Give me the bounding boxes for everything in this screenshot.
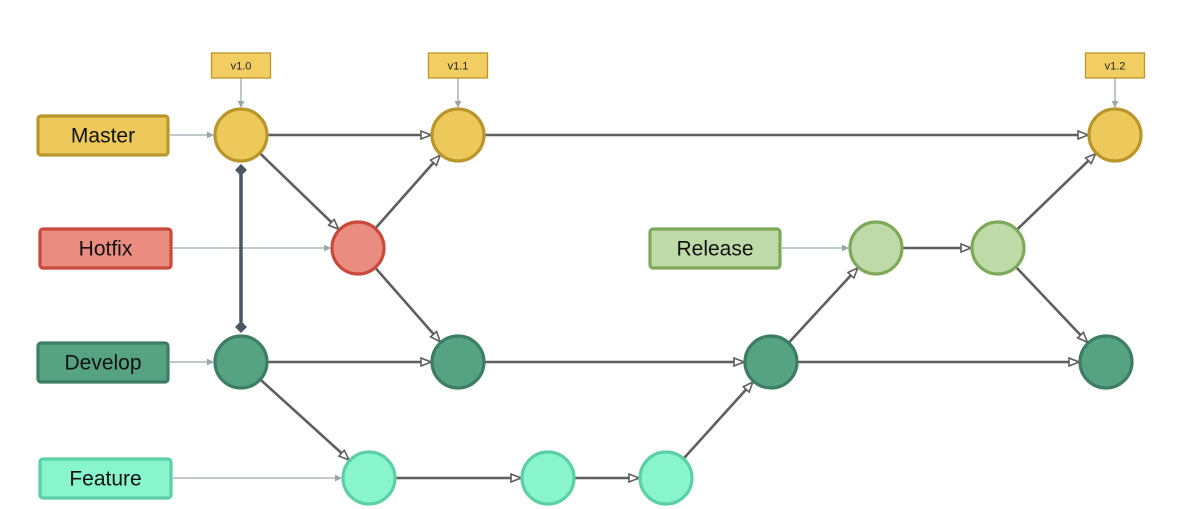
branch-label-box-develop xyxy=(36,341,170,384)
commit-f1[interactable] xyxy=(341,450,397,506)
edge-d3-to-r1 xyxy=(787,268,858,344)
commit-d4[interactable] xyxy=(1078,334,1134,390)
branch-label-text-hotfix: Hotfix xyxy=(79,238,133,261)
tag-text-v1-1: v1.1 xyxy=(448,61,469,73)
branch-label-hotfix[interactable]: Hotfix xyxy=(38,227,173,270)
branch-label-text-master: Master xyxy=(71,125,135,148)
branch-label-box-hotfix xyxy=(38,227,173,270)
tag-v1-2[interactable]: v1.2 xyxy=(1084,52,1146,108)
commit-h1[interactable] xyxy=(330,220,386,276)
commit-f3[interactable] xyxy=(638,450,694,506)
commit-d3[interactable] xyxy=(743,334,799,390)
commit-edges xyxy=(258,135,1096,478)
branch-label-release[interactable]: Release xyxy=(648,227,782,270)
edge-m1-to-h1 xyxy=(258,152,339,229)
commit-d1[interactable] xyxy=(213,334,269,390)
tag-box-v1-1 xyxy=(427,52,489,79)
tag-box-v1-0 xyxy=(210,52,272,79)
branch-label-text-feature: Feature xyxy=(69,468,141,491)
branch-label-box-feature xyxy=(38,457,173,500)
commit-d2[interactable] xyxy=(430,334,486,390)
edge-h1-to-d2 xyxy=(374,266,440,342)
tag-v1-0[interactable]: v1.0 xyxy=(210,52,272,108)
branch-label-text-develop: Develop xyxy=(64,352,141,375)
commit-r2[interactable] xyxy=(970,220,1026,276)
edge-d1-to-f1 xyxy=(259,378,349,459)
tag-text-v1-2: v1.2 xyxy=(1105,61,1126,73)
tag-text-v1-0: v1.0 xyxy=(231,61,252,73)
edge-h1-to-m2 xyxy=(374,155,440,230)
commit-m1[interactable] xyxy=(213,107,269,163)
label-connectors xyxy=(170,131,849,482)
commit-r1[interactable] xyxy=(848,220,904,276)
branch-label-master[interactable]: Master xyxy=(36,114,170,157)
edge-r2-to-m3 xyxy=(1015,154,1096,231)
version-tags: v1.0 v1.1 v1.2 xyxy=(210,52,1146,108)
commit-f2[interactable] xyxy=(520,450,576,506)
edge-r2-to-d4 xyxy=(1014,265,1088,343)
branch-label-feature[interactable]: Feature xyxy=(38,457,173,500)
commit-m2[interactable] xyxy=(430,107,486,163)
commits xyxy=(213,107,1143,506)
branch-label-text-release: Release xyxy=(676,238,753,261)
tag-box-v1-2 xyxy=(1084,52,1146,79)
edge-f3-to-d3 xyxy=(682,382,752,460)
commit-m3[interactable] xyxy=(1087,107,1143,163)
branch-label-box-release xyxy=(648,227,782,270)
branch-label-box-master xyxy=(36,114,170,157)
branch-label-develop[interactable]: Develop xyxy=(36,341,170,384)
tag-v1-1[interactable]: v1.1 xyxy=(427,52,489,108)
